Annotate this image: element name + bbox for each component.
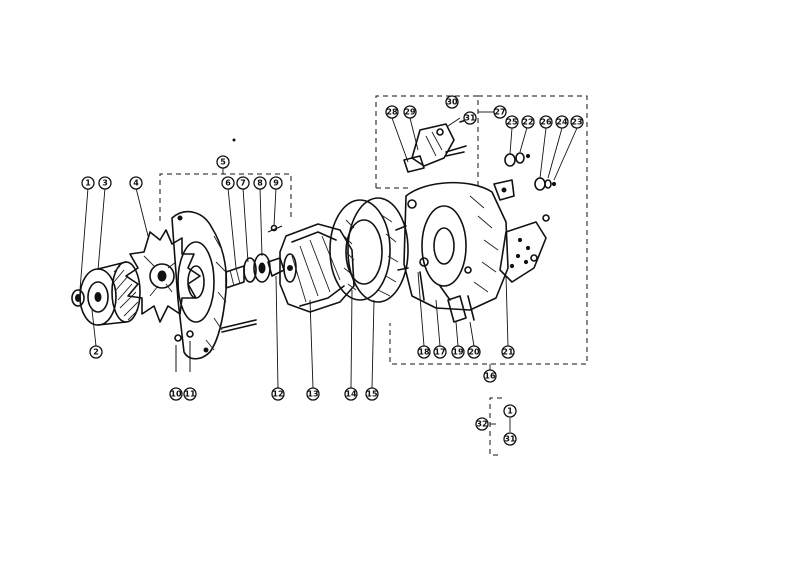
callout-12: 12 <box>271 387 285 401</box>
callout-26-label: 26 <box>540 118 552 127</box>
group-5-boundary <box>159 173 292 221</box>
callout-31-label: 31 <box>464 114 476 123</box>
callout-4: 4 <box>129 176 143 190</box>
callout-9: 9 <box>269 176 283 190</box>
callout-30: 30 <box>445 95 459 109</box>
callout-31: 31 <box>463 111 477 125</box>
callout-20: 20 <box>467 345 481 359</box>
callout-16: 16 <box>483 369 497 383</box>
group-16-boundary <box>389 95 588 365</box>
cooling-fan <box>125 229 201 323</box>
callout-7: 7 <box>236 176 250 190</box>
callout-19-label: 19 <box>452 348 464 357</box>
callout-25: 25 <box>505 115 519 129</box>
screws-10-11 <box>174 330 194 372</box>
callout-2: 2 <box>89 345 103 359</box>
callout-25-label: 25 <box>506 118 518 127</box>
callout-27: 27 <box>493 105 507 119</box>
callout-19: 19 <box>451 345 465 359</box>
callout-29: 29 <box>403 105 417 119</box>
callout-17-label: 17 <box>434 348 445 357</box>
callout-3-label: 3 <box>102 179 108 188</box>
callout-6: 6 <box>221 176 235 190</box>
callout-30-label: 30 <box>446 98 458 107</box>
stray-mark <box>232 138 236 142</box>
callout-range-end-label: 31 <box>504 435 516 444</box>
group-30-boundary <box>375 95 479 188</box>
group-32-boundary <box>489 397 502 456</box>
group-boxes <box>159 95 588 456</box>
callout-14: 14 <box>344 387 358 401</box>
callout-3: 3 <box>98 176 112 190</box>
callout-4-label: 4 <box>133 179 139 188</box>
callout-11-label: 11 <box>184 390 196 399</box>
callout-13: 13 <box>306 387 320 401</box>
callout-27-label: 27 <box>494 108 505 117</box>
brush-holder <box>403 117 473 173</box>
callout-1: 1 <box>81 176 95 190</box>
pulley-nut <box>71 289 85 307</box>
callout-11: 11 <box>183 387 197 401</box>
callout-24-label: 24 <box>556 118 568 127</box>
callout-28-label: 28 <box>386 108 398 117</box>
callout-29-label: 29 <box>404 108 416 117</box>
callout-9-label: 9 <box>273 179 279 188</box>
callout-28: 28 <box>385 105 399 119</box>
callout-22: 22 <box>521 115 535 129</box>
callout-1-label: 1 <box>85 179 91 188</box>
callout-range-start: 1 <box>503 404 517 418</box>
callout-18-label: 18 <box>418 348 430 357</box>
callout-8: 8 <box>253 176 267 190</box>
callout-13-label: 13 <box>307 390 318 399</box>
callout-16-label: 16 <box>484 372 496 381</box>
callout-7-label: 7 <box>240 179 246 188</box>
callout-2-label: 2 <box>93 348 99 357</box>
callout-8-label: 8 <box>257 179 263 188</box>
callout-32: 32 <box>475 417 489 431</box>
callout-18: 18 <box>417 345 431 359</box>
drive-end-housing <box>171 210 257 360</box>
callout-26: 26 <box>539 115 553 129</box>
callout-6-label: 6 <box>225 179 231 188</box>
callout-21: 21 <box>501 345 515 359</box>
callout-5: 5 <box>216 155 230 169</box>
callout-10-label: 10 <box>170 390 182 399</box>
bolts-17-20 <box>419 271 475 323</box>
callout-10: 10 <box>169 387 183 401</box>
callout-15-label: 15 <box>366 390 378 399</box>
rectifier-plate <box>499 214 550 283</box>
callout-5-label: 5 <box>220 158 226 167</box>
rotor <box>279 223 355 313</box>
callout-range-start-label: 1 <box>507 407 513 416</box>
callout-22-label: 22 <box>522 118 533 127</box>
callout-32-label: 32 <box>476 420 487 429</box>
leader-lines <box>79 111 578 432</box>
callout-15: 15 <box>365 387 379 401</box>
callout-range-end: 31 <box>503 432 517 446</box>
callout-23: 23 <box>570 115 584 129</box>
stator <box>329 197 409 303</box>
callout-12-label: 12 <box>272 390 283 399</box>
callout-20-label: 20 <box>468 348 480 357</box>
callout-24: 24 <box>555 115 569 129</box>
callout-17: 17 <box>433 345 447 359</box>
callout-23-label: 23 <box>571 118 582 127</box>
rear-housing <box>403 179 515 311</box>
callout-14-label: 14 <box>345 390 357 399</box>
callout-21-label: 21 <box>502 348 514 357</box>
